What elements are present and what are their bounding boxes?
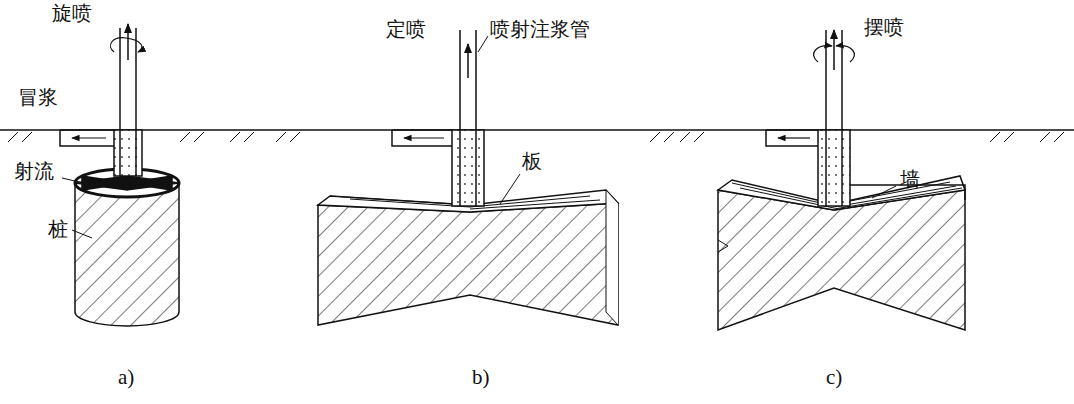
motion-label: 定喷 [386,18,426,40]
figure-caption: c) [826,366,842,389]
part-label: 喷射注浆管 [490,18,590,40]
figure-caption: a) [118,366,134,389]
part-label: 板 [522,150,542,172]
grout-pipe [766,30,854,206]
pile-figure [75,169,179,326]
part-label: 墙 [900,168,920,190]
figure-caption: b) [472,366,490,389]
motion-label: 摆喷 [864,16,904,38]
panel-figure [318,190,618,325]
grout-pipe [60,24,142,176]
ground-line [0,129,1074,131]
leader-lines-c [872,186,896,198]
motion-label: 旋喷 [52,2,92,24]
leader-lines-b [478,36,520,204]
part-label: 桩 [48,218,68,240]
part-label: 冒浆 [18,86,58,108]
part-label: 射流 [14,160,54,182]
grout-pipe [392,30,484,206]
ground-hatch [8,132,1064,142]
